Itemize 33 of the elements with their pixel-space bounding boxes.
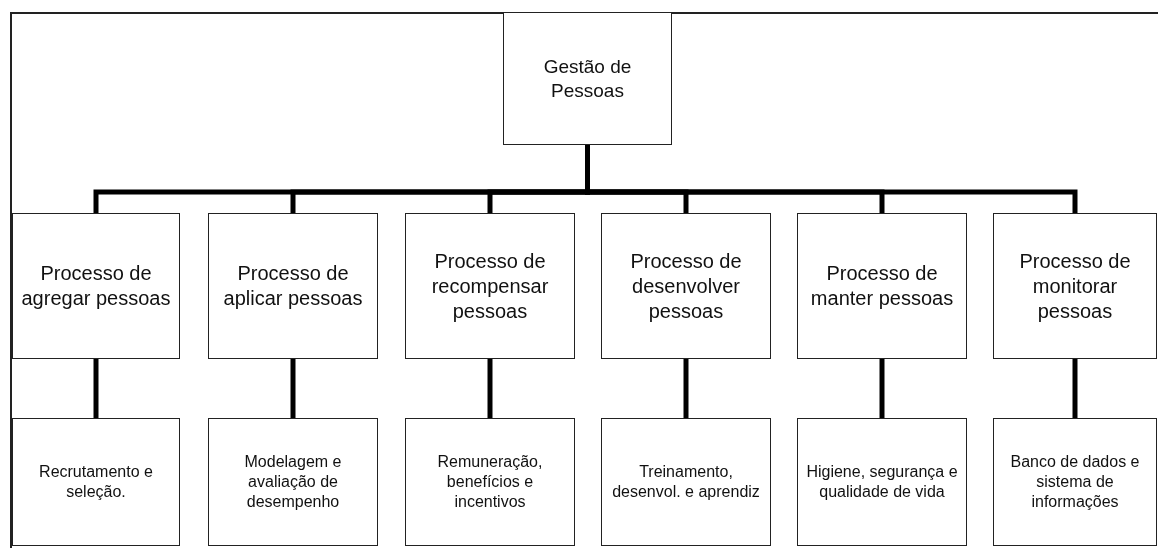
- org-box: [993, 213, 1157, 359]
- box-label: Processo de manter pessoas: [809, 261, 955, 311]
- box-label: Gestão de Pessoas: [542, 54, 633, 103]
- org-box: [993, 418, 1157, 546]
- connector-line: [1072, 359, 1078, 418]
- org-box: [405, 418, 575, 546]
- box-label: Recrutamento e seleção.: [38, 462, 154, 502]
- org-box: [601, 213, 771, 359]
- box-label: Processo de desenvolver pessoas: [629, 248, 743, 324]
- box-label: Banco de dados e sistema de informações: [1009, 452, 1141, 512]
- org-box: [503, 12, 672, 145]
- connector-line: [683, 359, 689, 418]
- org-box: [797, 418, 967, 546]
- box-label: Modelagem e avaliação de desempenho: [243, 452, 343, 512]
- box-label: Processo de monitorar pessoas: [1018, 248, 1132, 324]
- connector-line: [487, 359, 493, 418]
- org-box: [12, 418, 180, 546]
- connector-line: [879, 359, 885, 418]
- connector-line: [93, 359, 99, 418]
- org-box: [405, 213, 575, 359]
- org-box: [797, 213, 967, 359]
- box-label: Processo de recompensar pessoas: [430, 248, 550, 324]
- org-box: [208, 213, 378, 359]
- connector-line: [290, 359, 296, 418]
- box-label: Higiene, segurança e qualidade de vida: [805, 462, 959, 502]
- org-box: [208, 418, 378, 546]
- box-label: Processo de agregar pessoas: [20, 261, 172, 311]
- org-box: [601, 418, 771, 546]
- connector-line: [585, 145, 1078, 213]
- box-label: Remuneração, benefícios e incentivos: [436, 452, 544, 512]
- org-box: [12, 213, 180, 359]
- box-label: Treinamento, desenvol. e aprendiz: [611, 462, 761, 502]
- box-label: Processo de aplicar pessoas: [222, 261, 364, 311]
